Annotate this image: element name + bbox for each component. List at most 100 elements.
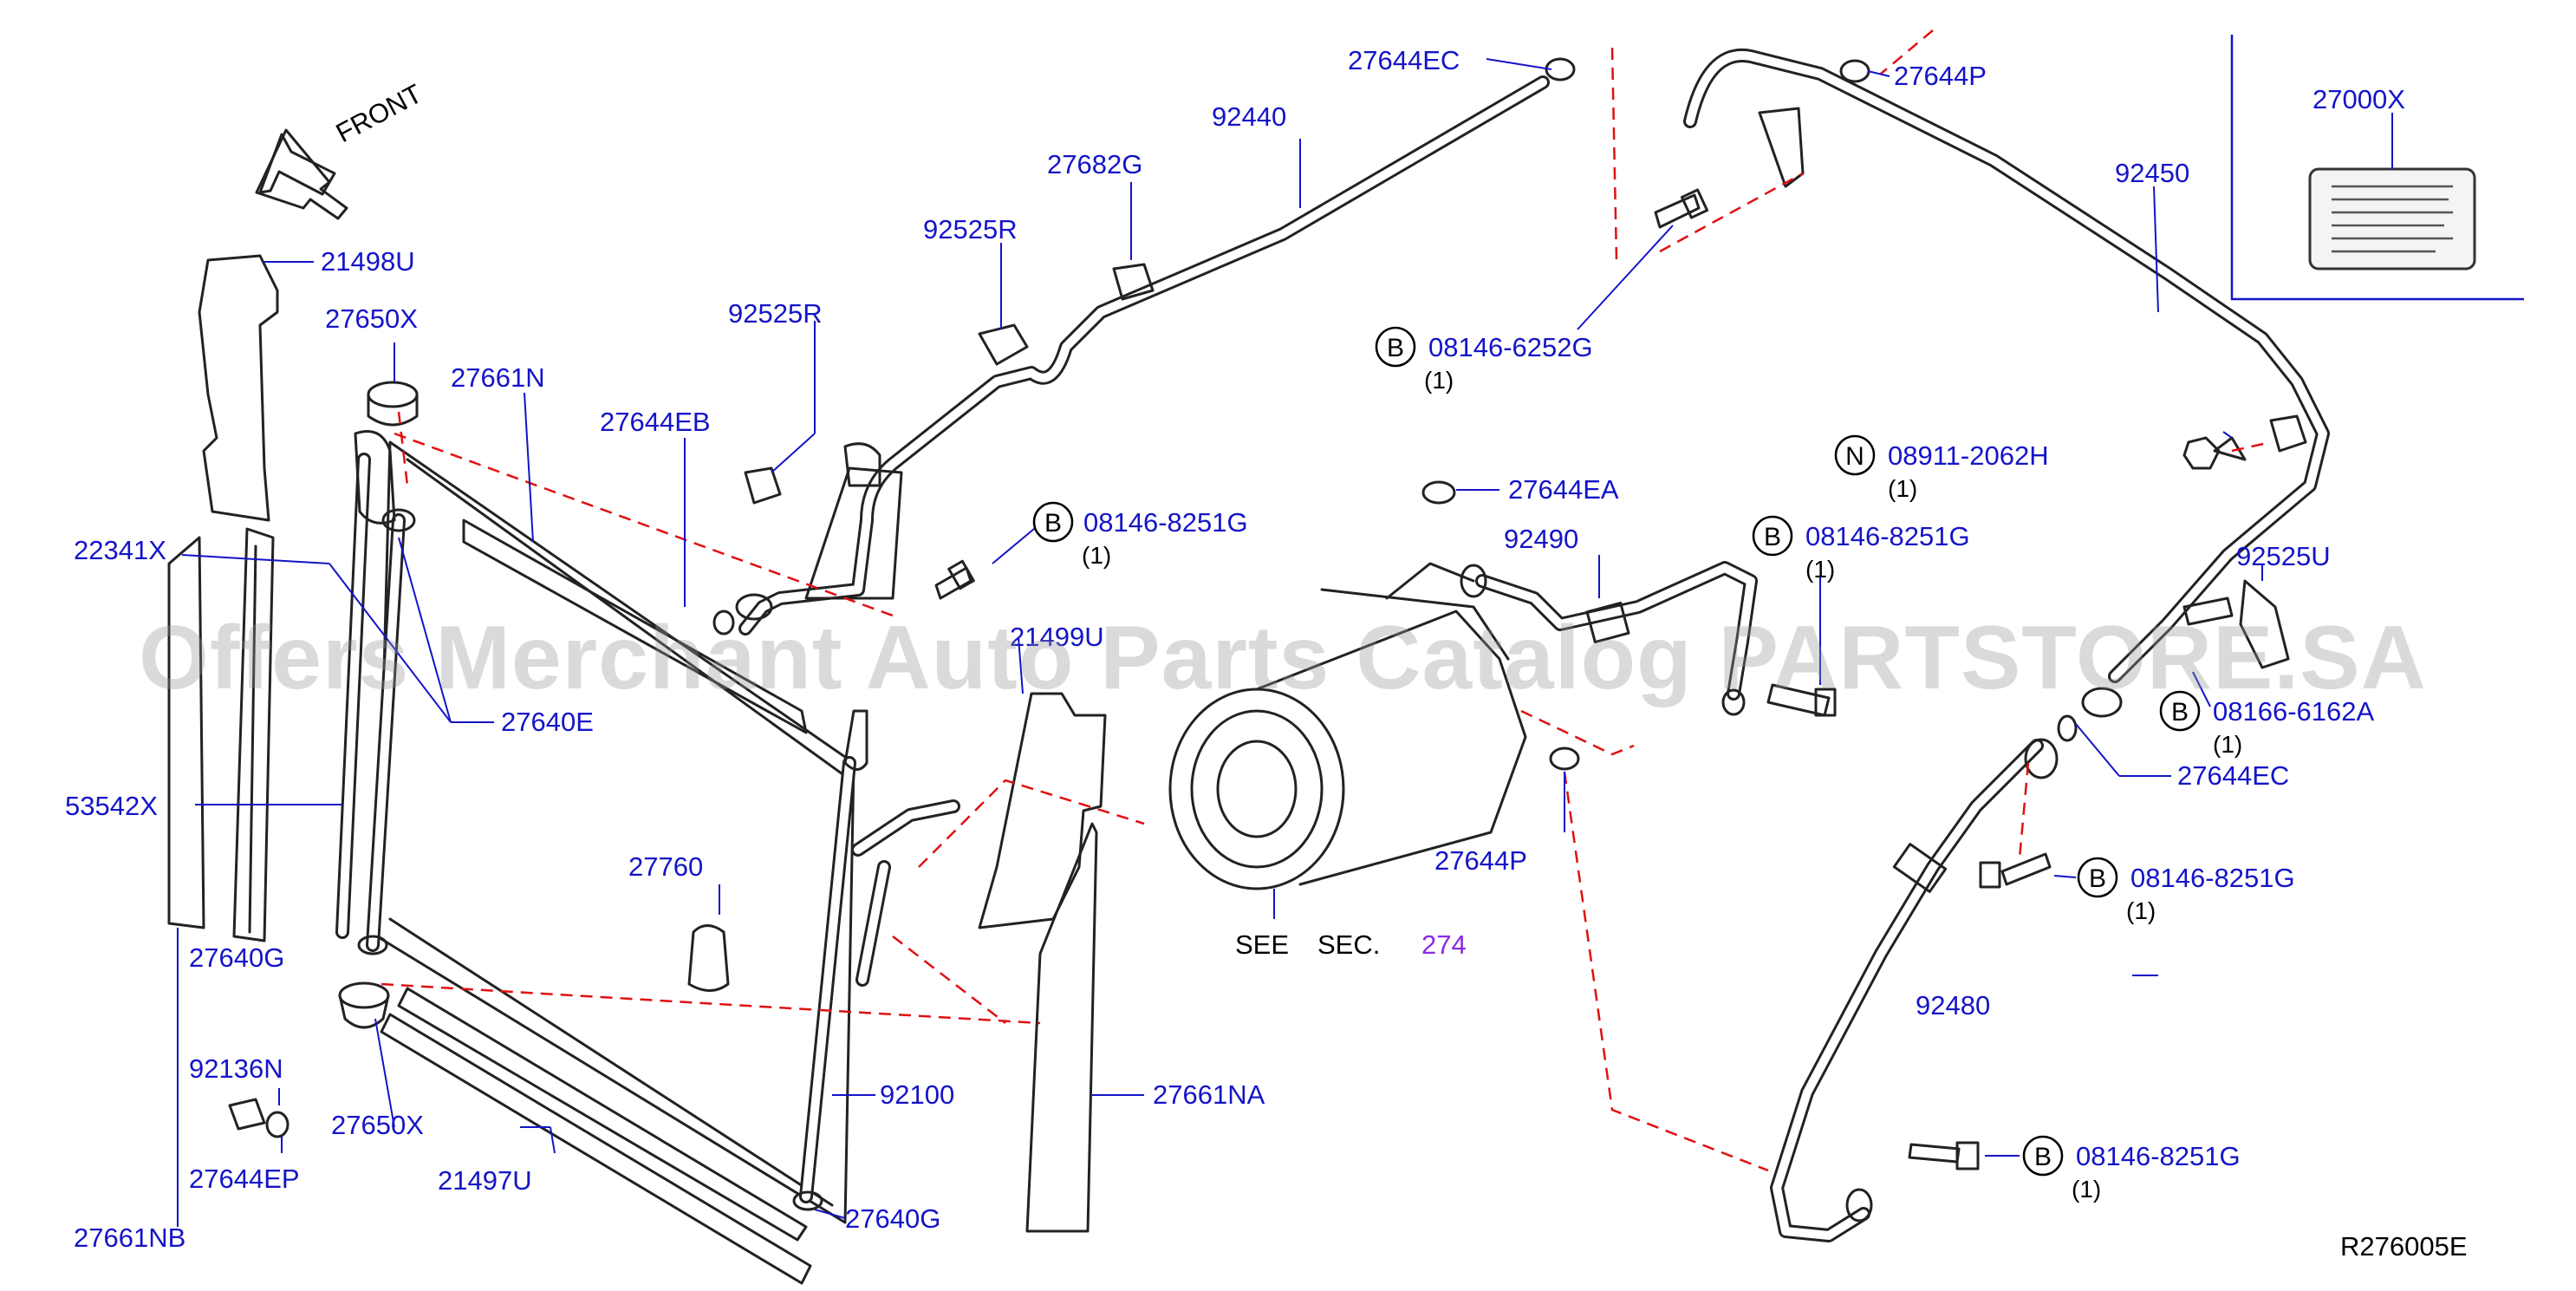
callout-letter: B	[1387, 334, 1404, 362]
callout-letter: N	[1845, 442, 1864, 471]
bracket-21499U	[978, 692, 1107, 929]
label-92525R-b[interactable]: 92525R	[728, 298, 823, 329]
label-53542X[interactable]: 53542X	[65, 791, 158, 821]
label-92440[interactable]: 92440	[1212, 101, 1286, 132]
callout-qty: (1)	[1424, 367, 1454, 394]
label-92490[interactable]: 92490	[1504, 524, 1578, 554]
callout-letter: B	[1044, 509, 1062, 538]
label-21499U[interactable]: 21499U	[1010, 622, 1104, 652]
grommet-27650X-top	[367, 381, 419, 427]
label-27644P-top[interactable]: 27644P	[1894, 61, 1987, 91]
label-27661N[interactable]: 27661N	[451, 362, 545, 393]
bolt-icon	[1766, 683, 1837, 717]
bolt-icon	[1654, 188, 1709, 229]
callout-qty: (1)	[1805, 556, 1835, 583]
label-27640E[interactable]: 27640E	[501, 707, 594, 737]
callout-letter: B	[2089, 864, 2106, 893]
callout-part: 08146-8251G	[1805, 521, 1970, 551]
callout-letter: B	[1764, 523, 1781, 551]
callout-qty: (1)	[1082, 542, 1111, 569]
callout-c5[interactable]: B 08166-6162A (1)	[2159, 690, 2374, 758]
pipe-92450	[1683, 48, 2330, 742]
grommet-27650X-bottom	[338, 981, 390, 1029]
label-27650X-bottom[interactable]: 27650X	[331, 1110, 424, 1140]
section-link[interactable]: 274	[1421, 929, 1467, 960]
callout-c3[interactable]: N 08911-2062H (1)	[1834, 434, 2049, 502]
leader-lines	[177, 58, 2263, 1227]
part-labels: 21498U 27650X 27661N 22341X 27640E 53542…	[65, 45, 2405, 1253]
clip-92525R-a	[978, 323, 1029, 366]
watermark: Offers Merchant Auto Parts Catalog PARTS…	[139, 608, 2427, 708]
side-seal-53542X	[167, 536, 205, 929]
clip-92525R-b	[744, 466, 782, 505]
callout-c7[interactable]: B 08146-8251G (1)	[2022, 1135, 2241, 1203]
callout-part: 08146-6252G	[1428, 332, 1593, 362]
label-92136N[interactable]: 92136N	[189, 1053, 283, 1084]
side-seal-27661NA	[1025, 822, 1098, 1233]
label-27644EC-right[interactable]: 27644EC	[2177, 760, 2289, 791]
condenser-pipe-92100	[792, 709, 960, 1211]
o-ring-27644EA-icon	[1421, 480, 1456, 505]
pressure-switch-92136N	[228, 1098, 289, 1138]
receiver-drier	[335, 430, 416, 955]
sec-text: SEC.	[1317, 929, 1380, 960]
bolt-icon	[1979, 852, 2052, 889]
label-27644EC-top[interactable]: 27644EC	[1348, 45, 1460, 75]
label-27682G[interactable]: 27682G	[1047, 149, 1142, 179]
label-27644EB[interactable]: 27644EB	[600, 407, 711, 437]
desiccant-27760	[687, 924, 730, 992]
callout-qty: (1)	[2072, 1176, 2101, 1203]
callout-part: 08146-8251G	[2130, 863, 2295, 893]
pipe-92490	[1460, 561, 1758, 716]
bolt-icon	[934, 559, 975, 600]
o-ring-27644P-icon	[1549, 747, 1580, 771]
front-arrow-icon	[255, 128, 348, 220]
label-21498U[interactable]: 21498U	[321, 246, 415, 277]
label-21497U[interactable]: 21497U	[438, 1165, 532, 1196]
reference-code: R276005E	[2340, 1231, 2468, 1262]
label-27760[interactable]: 27760	[628, 851, 703, 882]
label-sticker-icon	[2308, 167, 2476, 271]
inset-box	[2230, 35, 2524, 301]
callout-qty: (1)	[2213, 731, 2242, 758]
callout-c4[interactable]: B 08146-8251G (1)	[1752, 515, 1970, 583]
label-92450[interactable]: 92450	[2115, 158, 2189, 188]
callout-qty: (1)	[2126, 897, 2156, 924]
callout-letter: B	[2171, 698, 2189, 727]
label-22341X[interactable]: 22341X	[74, 535, 166, 565]
label-27640G-bottom[interactable]: 27640G	[845, 1203, 940, 1234]
label-92100[interactable]: 92100	[880, 1079, 954, 1110]
compressor	[1168, 562, 1527, 890]
o-ring-27644EB-icon	[712, 610, 735, 636]
label-92525R-a[interactable]: 92525R	[923, 214, 1018, 245]
bracket-92525U	[2182, 579, 2290, 669]
callout-c2[interactable]: B 08146-6252G (1)	[1375, 326, 1593, 394]
label-27661NB[interactable]: 27661NB	[74, 1223, 185, 1253]
label-27650X-top[interactable]: 27650X	[325, 303, 418, 334]
bolt-icon	[1908, 1141, 1980, 1170]
callout-c1[interactable]: B 08146-8251G (1)	[1032, 501, 1248, 569]
callout-part: 08146-8251G	[1083, 507, 1248, 538]
condenser-core	[375, 440, 855, 1285]
front-label: FRONT	[331, 78, 427, 148]
assembly-lines	[381, 29, 2272, 1172]
label-92525U[interactable]: 92525U	[2236, 541, 2331, 571]
side-seal-22341X	[232, 527, 275, 942]
callout-c6[interactable]: B 08146-8251G (1)	[2077, 857, 2295, 924]
bracket-21498U	[198, 254, 279, 522]
label-27644EA[interactable]: 27644EA	[1508, 474, 1619, 505]
label-27644P-mid[interactable]: 27644P	[1434, 845, 1527, 876]
label-27000X[interactable]: 27000X	[2313, 84, 2405, 114]
label-27661NA[interactable]: 27661NA	[1153, 1079, 1265, 1110]
see-text: SEE	[1235, 929, 1289, 960]
label-27644EP[interactable]: 27644EP	[189, 1164, 300, 1194]
label-92480[interactable]: 92480	[1916, 990, 1990, 1020]
callout-part: 08911-2062H	[1888, 440, 2049, 471]
pipe-92480	[1770, 738, 2059, 1242]
label-27640G-left[interactable]: 27640G	[189, 942, 284, 973]
nut-icon	[2182, 436, 2221, 470]
pipe-92440	[735, 57, 1576, 636]
callout-part: 08166-6162A	[2213, 696, 2374, 727]
